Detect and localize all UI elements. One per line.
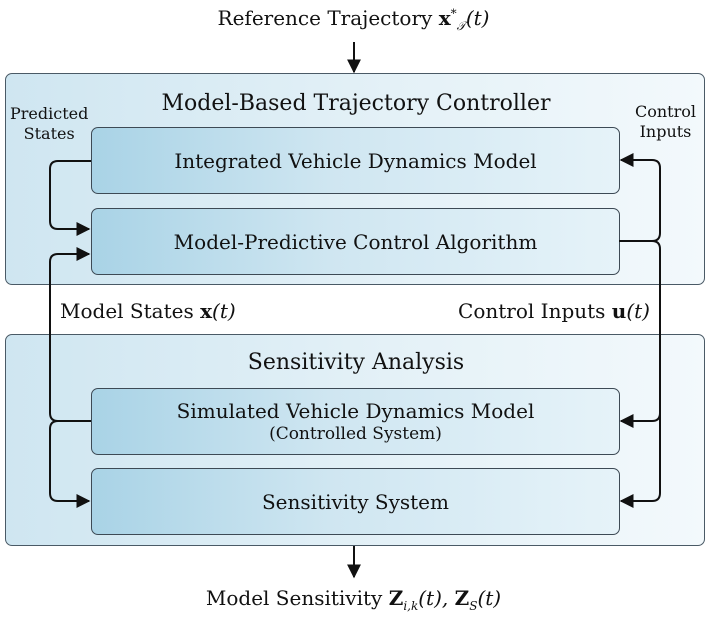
reference-trajectory-label: Reference Trajectory x*𝒯(t): [0, 6, 707, 33]
control-inputs-text: Control Inputs: [458, 299, 606, 323]
model-sensitivity-symbol2: Z: [454, 586, 470, 610]
sensitivity-panel-title: Sensitivity Analysis: [247, 350, 465, 375]
model-states-arrow: [49, 247, 91, 422]
model-states-text: Model States: [60, 299, 194, 323]
mpc-algorithm-title: Model-Predictive Control Algorithm: [173, 229, 538, 254]
control-inputs-note-line2: Inputs: [639, 122, 692, 141]
integrated-model-box[interactable]: Integrated Vehicle Dynamics Model: [91, 127, 620, 194]
control-inputs-note-line1: Control: [634, 102, 696, 121]
reference-trajectory-text: Reference Trajectory: [217, 6, 433, 30]
model-states-arg: (t): [212, 299, 236, 323]
integrated-model-title: Integrated Vehicle Dynamics Model: [174, 148, 537, 173]
reference-trajectory-arg: (t): [465, 6, 490, 30]
control-to-sensitivity-arrow: [619, 413, 661, 508]
model-states-symbol: x: [200, 299, 213, 323]
control-inputs-symbol: u: [611, 299, 627, 323]
control-inputs-note: Control Inputs: [635, 102, 696, 142]
model-sensitivity-text: Model Sensitivity: [205, 586, 383, 610]
predicted-states-note: Predicted States: [10, 104, 88, 144]
control-inputs-arg: (t): [626, 299, 650, 323]
simulated-model-subtitle: (Controlled System): [269, 423, 442, 444]
model-sensitivity-arg1: (t),: [418, 586, 449, 610]
predicted-states-arrow: [49, 160, 91, 236]
control-to-sim-arrow: [619, 240, 661, 428]
reference-trajectory-sup: *: [450, 6, 457, 21]
states-to-sensitivity-arrow: [49, 420, 91, 508]
model-sensitivity-symbol1: Z: [388, 586, 404, 610]
control-inputs-label: Control Inputs u(t): [458, 299, 650, 323]
model-states-label: Model States x(t): [60, 299, 236, 323]
simulated-model-box[interactable]: Simulated Vehicle Dynamics Model (Contro…: [91, 388, 620, 455]
model-sensitivity-sub1: i,k: [403, 599, 419, 613]
predicted-states-note-line2: States: [23, 124, 75, 143]
reference-trajectory-symbol: x: [438, 6, 451, 30]
model-sensitivity-arg2: (t): [477, 586, 502, 610]
predicted-states-note-line1: Predicted: [10, 104, 89, 123]
reference-trajectory-sub: 𝒯: [456, 19, 466, 33]
control-inputs-arrow: [619, 153, 661, 242]
model-sensitivity-label: Model Sensitivity Zi,k(t), ZS(t): [0, 586, 707, 613]
controller-panel-title: Model-Based Trajectory Controller: [161, 91, 551, 116]
simulated-model-title: Simulated Vehicle Dynamics Model: [176, 398, 535, 423]
sensitivity-system-title: Sensitivity System: [261, 489, 449, 514]
sensitivity-system-box[interactable]: Sensitivity System: [91, 468, 620, 535]
model-sensitivity-sub2: S: [469, 599, 478, 613]
mpc-algorithm-box[interactable]: Model-Predictive Control Algorithm: [91, 208, 620, 275]
